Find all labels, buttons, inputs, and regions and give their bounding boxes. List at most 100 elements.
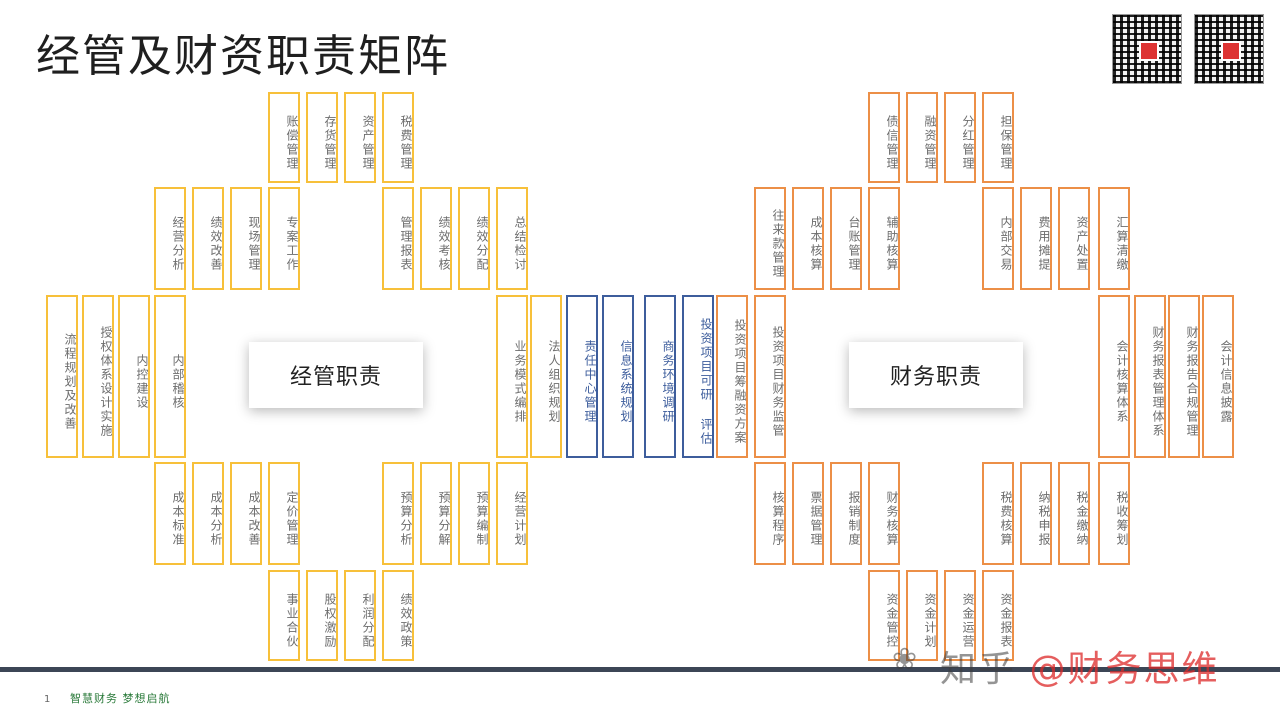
responsibility-box: 资金管控 — [868, 570, 900, 661]
responsibility-box: 法人组织规划 — [530, 295, 562, 458]
responsibility-label: 总结检讨 — [513, 215, 527, 272]
responsibility-label: 成本标准 — [171, 490, 185, 547]
responsibility-box: 投资项目筹融资方案 — [716, 295, 748, 458]
responsibility-box: 绩效分配 — [458, 187, 490, 290]
responsibility-label: 财务报告合规管理 — [1185, 325, 1199, 438]
responsibility-box: 税费核算 — [982, 462, 1014, 565]
responsibility-box: 内部稽核 — [154, 295, 186, 458]
responsibility-box: 投资项目可研 评估 — [682, 295, 714, 458]
responsibility-label: 资金报表 — [999, 592, 1013, 649]
responsibility-label: 财务报表管理体系 — [1151, 325, 1165, 438]
responsibility-label: 辅助核算 — [885, 215, 899, 272]
responsibility-label: 税金缴纳 — [1075, 490, 1089, 547]
responsibility-label: 分红管理 — [961, 114, 975, 171]
responsibility-label: 绩效考核 — [437, 215, 451, 272]
footer-slogan: 智慧财务 梦想启航 — [70, 692, 171, 705]
responsibility-label: 绩效政策 — [399, 592, 413, 649]
responsibility-label: 经营分析 — [171, 215, 185, 272]
responsibility-label: 成本改善 — [247, 490, 261, 547]
responsibility-box: 绩效改善 — [192, 187, 224, 290]
responsibility-box: 专案工作 — [268, 187, 300, 290]
responsibility-box: 业务模式编排 — [496, 295, 528, 458]
responsibility-label: 会计信息披露 — [1219, 339, 1233, 424]
responsibility-box: 资金计划 — [906, 570, 938, 661]
responsibility-label: 专案工作 — [285, 215, 299, 272]
responsibility-label: 绩效改善 — [209, 215, 223, 272]
responsibility-label: 核算程序 — [771, 490, 785, 547]
responsibility-label: 投资项目筹融资方案 — [733, 318, 747, 445]
responsibility-box: 股权激励 — [306, 570, 338, 661]
responsibility-label: 绩效分配 — [475, 215, 489, 272]
responsibility-label: 债信管理 — [885, 114, 899, 171]
responsibility-label: 费用摊提 — [1037, 215, 1051, 272]
responsibility-box: 账偿管理 — [268, 92, 300, 183]
center-label-finance: 财务职责 — [849, 342, 1023, 408]
responsibility-box: 投资项目财务监管 — [754, 295, 786, 458]
responsibility-box: 预算分析 — [382, 462, 414, 565]
qr-code-icon — [1194, 14, 1264, 84]
responsibility-box: 预算分解 — [420, 462, 452, 565]
qr-code-icon — [1112, 14, 1182, 84]
responsibility-label: 账偿管理 — [285, 114, 299, 171]
responsibility-box: 会计信息披露 — [1202, 295, 1234, 458]
responsibility-box: 总结检讨 — [496, 187, 528, 290]
watermark-icon: ❀ — [892, 642, 918, 677]
responsibility-box: 商务环境调研 — [644, 295, 676, 458]
responsibility-box: 定价管理 — [268, 462, 300, 565]
page-title: 经管及财资职责矩阵 — [36, 31, 450, 82]
watermark: 知乎 @财务思维 — [940, 640, 1219, 692]
responsibility-box: 税金缴纳 — [1058, 462, 1090, 565]
responsibility-label: 财务核算 — [885, 490, 899, 547]
responsibility-label: 往来款管理 — [771, 208, 785, 279]
responsibility-box: 财务核算 — [868, 462, 900, 565]
responsibility-box: 融资管理 — [906, 92, 938, 183]
responsibility-box: 担保管理 — [982, 92, 1014, 183]
responsibility-label: 资产处置 — [1075, 215, 1089, 272]
responsibility-box: 责任中心管理 — [566, 295, 598, 458]
responsibility-label: 责任中心管理 — [583, 339, 597, 424]
responsibility-label: 授权体系设计实施 — [99, 325, 113, 438]
responsibility-box: 现场管理 — [230, 187, 262, 290]
responsibility-label: 会计核算体系 — [1115, 339, 1129, 424]
responsibility-label: 事业合伙 — [285, 592, 299, 649]
responsibility-box: 往来款管理 — [754, 187, 786, 290]
responsibility-label: 内部交易 — [999, 215, 1013, 272]
responsibility-box: 事业合伙 — [268, 570, 300, 661]
responsibility-label: 经营计划 — [513, 490, 527, 547]
responsibility-label: 存货管理 — [323, 114, 337, 171]
responsibility-box: 经营计划 — [496, 462, 528, 565]
responsibility-box: 财务报告合规管理 — [1168, 295, 1200, 458]
responsibility-box: 债信管理 — [868, 92, 900, 183]
responsibility-label: 报销制度 — [847, 490, 861, 547]
responsibility-box: 内部交易 — [982, 187, 1014, 290]
responsibility-box: 流程规划及改善 — [46, 295, 78, 458]
responsibility-box: 分红管理 — [944, 92, 976, 183]
responsibility-label: 纳税申报 — [1037, 490, 1051, 547]
responsibility-box: 利润分配 — [344, 570, 376, 661]
responsibility-label: 内部稽核 — [171, 353, 185, 410]
responsibility-box: 经营分析 — [154, 187, 186, 290]
responsibility-box: 纳税申报 — [1020, 462, 1052, 565]
responsibility-label: 税收筹划 — [1115, 490, 1129, 547]
responsibility-label: 资金计划 — [923, 592, 937, 649]
responsibility-label: 资金运营 — [961, 592, 975, 649]
responsibility-label: 担保管理 — [999, 114, 1013, 171]
responsibility-label: 税费管理 — [399, 114, 413, 171]
responsibility-label: 信息系统规划 — [619, 339, 633, 424]
responsibility-label: 融资管理 — [923, 114, 937, 171]
responsibility-label: 投资项目财务监管 — [771, 325, 785, 438]
center-label-management: 经管职责 — [249, 342, 423, 408]
responsibility-box: 成本核算 — [792, 187, 824, 290]
responsibility-box: 成本标准 — [154, 462, 186, 565]
responsibility-box: 资产管理 — [344, 92, 376, 183]
responsibility-label: 内控建设 — [135, 353, 149, 410]
responsibility-label: 成本核算 — [809, 215, 823, 272]
responsibility-box: 税费管理 — [382, 92, 414, 183]
watermark-text: 知乎 — [940, 649, 1030, 690]
responsibility-box: 台账管理 — [830, 187, 862, 290]
responsibility-box: 资金运营 — [944, 570, 976, 661]
responsibility-box: 内控建设 — [118, 295, 150, 458]
responsibility-box: 绩效政策 — [382, 570, 414, 661]
responsibility-label: 汇算清缴 — [1115, 215, 1129, 272]
responsibility-box: 票据管理 — [792, 462, 824, 565]
